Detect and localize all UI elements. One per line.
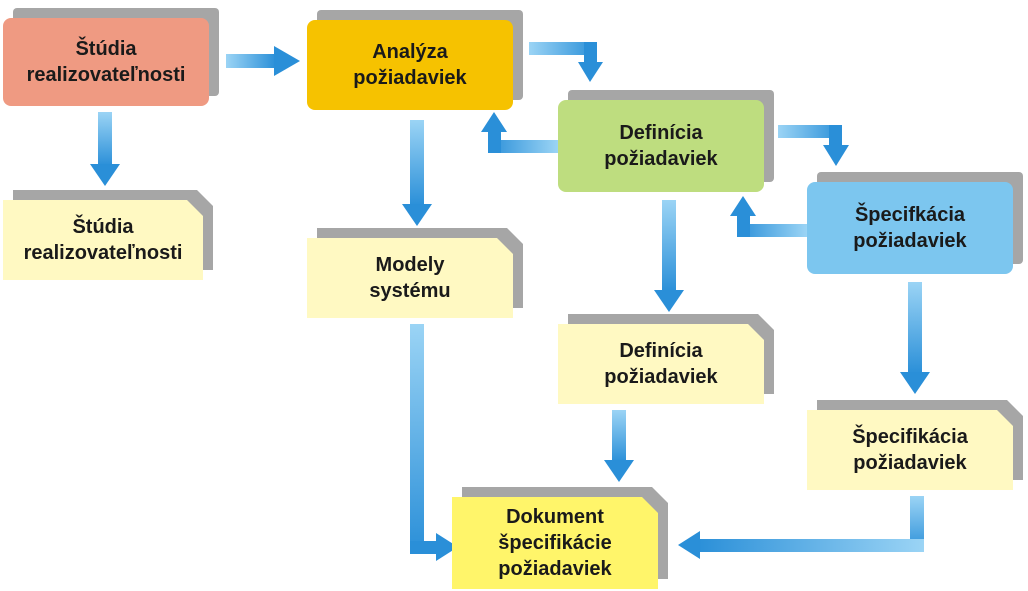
process-requirements-specification: Špecifkácia požiadaviek — [807, 172, 1023, 274]
arrow-definition-to-doc — [654, 200, 684, 312]
arrow-specification-doc-to-final — [678, 496, 924, 559]
doc-requirements-specification: Špecifikácia požiadaviek — [807, 410, 1013, 490]
arrow-specification-to-definition — [730, 196, 807, 237]
process-feasibility-study-label: Štúdia realizovateľnosti — [26, 38, 186, 86]
process-requirements-analysis-label: Analýza požiadaviek — [353, 41, 467, 89]
doc-requirements-specification-label: Špecifikácia požiadaviek — [852, 426, 968, 474]
arrow-analysis-to-definition — [529, 42, 603, 82]
process-requirements-definition-label: Definícia požiadaviek — [604, 122, 718, 170]
doc-system-models: Modely systému — [307, 238, 513, 318]
doc-final-specification-label: Dokument špecifikácie požiadaviek — [498, 506, 612, 580]
arrow-analysis-to-models — [402, 120, 432, 226]
arrow-specification-to-doc — [900, 282, 930, 394]
process-requirements-analysis: Analýza požiadaviek — [307, 10, 523, 110]
doc-requirements-definition-label: Definícia požiadaviek — [604, 340, 718, 388]
arrow-feasibility-to-analysis — [226, 46, 300, 76]
doc-feasibility-report: Štúdia realizovateľnosti — [3, 200, 203, 280]
doc-final-specification: Dokument špecifikácie požiadaviek — [452, 497, 658, 589]
doc-feasibility-report-label: Štúdia realizovateľnosti — [23, 216, 183, 264]
arrow-definition-to-analysis — [481, 112, 558, 153]
process-feasibility-study: Štúdia realizovateľnosti — [3, 8, 219, 106]
doc-system-models-label: Modely systému — [369, 254, 451, 302]
arrow-feasibility-to-report — [90, 112, 120, 186]
doc-requirements-definition: Definícia požiadaviek — [558, 324, 764, 404]
process-requirements-specification-label: Špecifkácia požiadaviek — [853, 204, 967, 252]
arrow-definition-doc-to-final — [604, 410, 634, 482]
process-requirements-definition: Definícia požiadaviek — [558, 90, 774, 192]
arrow-models-to-final — [410, 324, 458, 561]
arrow-definition-to-specification — [778, 125, 849, 166]
